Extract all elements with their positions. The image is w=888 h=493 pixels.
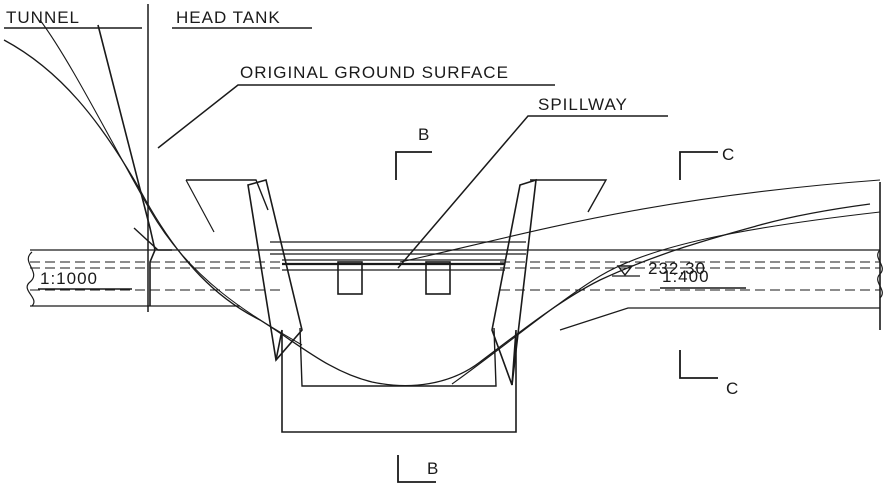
inlet-left-wall: [97, 24, 156, 306]
head-tank-label: HEAD TANK: [176, 8, 281, 27]
water-level-marker: 232.30: [612, 259, 706, 278]
original-ground-leader: [157, 84, 555, 149]
left-basin-wall: [247, 179, 303, 362]
water-level-value: 232.30: [648, 259, 706, 278]
right-basin-wall: [491, 178, 537, 386]
section-b-top-label: B: [418, 125, 430, 144]
spillway-structure: [282, 259, 505, 295]
right-coping: [530, 179, 608, 213]
left-coping-edge: [185, 179, 215, 233]
section-c-bottom-label: C: [726, 379, 739, 398]
section-b-bottom-marker: B: [397, 455, 439, 483]
spillway-pier-right: [425, 261, 451, 295]
tunnel-label: TUNNEL: [6, 8, 80, 27]
section-c-top-marker: C: [679, 145, 735, 180]
left-break-symbol: [26, 251, 35, 307]
ground-profile-right: [451, 211, 881, 385]
original-ground-label: ORIGINAL GROUND SURFACE: [240, 63, 509, 82]
ground-profile-secondary: [39, 19, 303, 346]
right-channel: [500, 182, 883, 331]
right-break-symbol: [877, 249, 883, 299]
section-c-top-label: C: [722, 145, 735, 164]
slope-left-label: 1:1000: [40, 269, 98, 288]
section-b-bottom-label: B: [427, 459, 439, 478]
basin-inner-u: [299, 327, 497, 387]
spillway-label: SPILLWAY: [538, 95, 628, 114]
left-channel: [26, 249, 282, 307]
left-coping: [186, 179, 269, 211]
original-ground-curve: [3, 39, 871, 387]
spillway-pier-left: [337, 261, 363, 295]
spillway-leader: [397, 115, 668, 269]
basin-outer-u: [275, 329, 517, 433]
section-b-top-marker: B: [395, 125, 432, 180]
slope-right-label: 1:400: [662, 267, 710, 286]
spillway-reference-line: [399, 179, 881, 263]
section-c-bottom-marker: C: [679, 350, 739, 398]
